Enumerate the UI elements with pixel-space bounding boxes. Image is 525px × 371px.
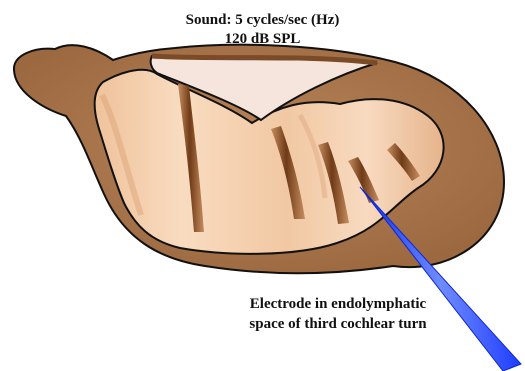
- electrode-label-line-1: Electrode in endolymphatic: [188, 294, 488, 314]
- title-line-1: Sound: 5 cycles/sec (Hz): [0, 11, 525, 30]
- title: Sound: 5 cycles/sec (Hz) 120 dB SPL: [0, 11, 525, 49]
- electrode-label-line-2: space of third cochlear turn: [188, 314, 488, 334]
- title-line-2: 120 dB SPL: [0, 30, 525, 49]
- electrode-label: Electrode in endolymphatic space of thir…: [188, 294, 488, 334]
